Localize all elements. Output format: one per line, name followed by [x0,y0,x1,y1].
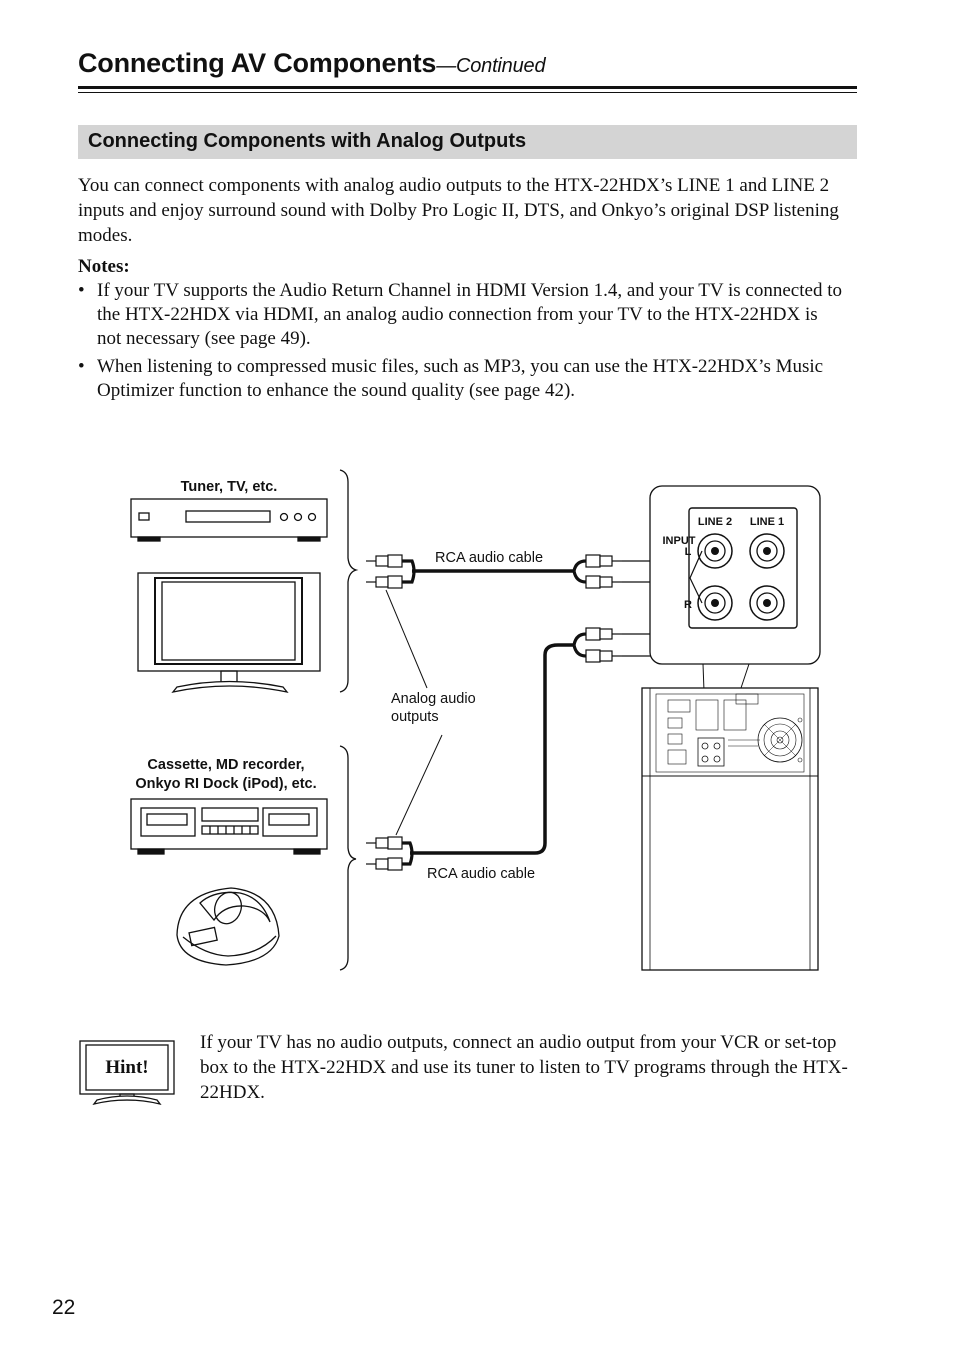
bullet-icon: • [78,356,85,377]
analog-label-line2: outputs [391,709,439,725]
bullet-icon: • [78,280,85,301]
group1-label: Tuner, TV, etc. [181,479,278,495]
page-title-main: Connecting AV Components [78,48,437,78]
jack-line1-r [749,585,785,621]
cassette-deck-icon [130,798,328,855]
page-title: Connecting AV Components—Continued [78,48,546,79]
tuner-icon [130,498,328,542]
jack-line1-l [749,533,785,569]
header-rule-thick [78,86,857,89]
analog-pointer-top [385,589,428,689]
note-text: When listening to compressed music files… [97,356,824,401]
hint-tv-icon: Hint! [79,1040,175,1106]
group2-label-line1: Cassette, MD recorder, [147,757,304,773]
panel-label-input: INPUT [663,535,696,547]
jack-line2-l [697,533,733,569]
panel-label-line2: LINE 2 [698,516,732,528]
header-rule-thin [78,92,857,93]
section-heading-bar: Connecting Components with Analog Output… [78,125,857,159]
panel-label-l: L [685,546,692,558]
group2-brace [339,745,357,971]
subwoofer-unit-icon [641,687,819,971]
hint-text: If your TV has no audio outputs, connect… [200,1032,848,1103]
page-title-suffix: —Continued [436,55,546,77]
cable-label-bottom: RCA audio cable [427,866,535,882]
ipod-dock-icon [176,887,280,966]
jack-line2-r [697,585,733,621]
group2-label-line2: Onkyo RI Dock (iPod), etc. [135,776,316,792]
group1-brace [339,469,359,693]
page-number: 22 [52,1296,76,1319]
analog-label-line1: Analog audio [391,691,476,707]
cable-label-top: RCA audio cable [435,550,543,566]
tv-icon [137,572,321,694]
input-panel-zoom: LINE 2 LINE 1 INPUT L R [649,485,821,665]
intro-paragraph: You can connect components with analog a… [78,175,839,246]
hint-badge-label: Hint! [105,1057,148,1078]
panel-label-r: R [684,599,692,611]
notes-label: Notes: [78,256,130,277]
analog-pointer-bottom [395,734,443,836]
section-heading: Connecting Components with Analog Output… [88,130,527,152]
note-text: If your TV supports the Audio Return Cha… [97,280,842,349]
panel-label-line1: LINE 1 [750,516,784,528]
